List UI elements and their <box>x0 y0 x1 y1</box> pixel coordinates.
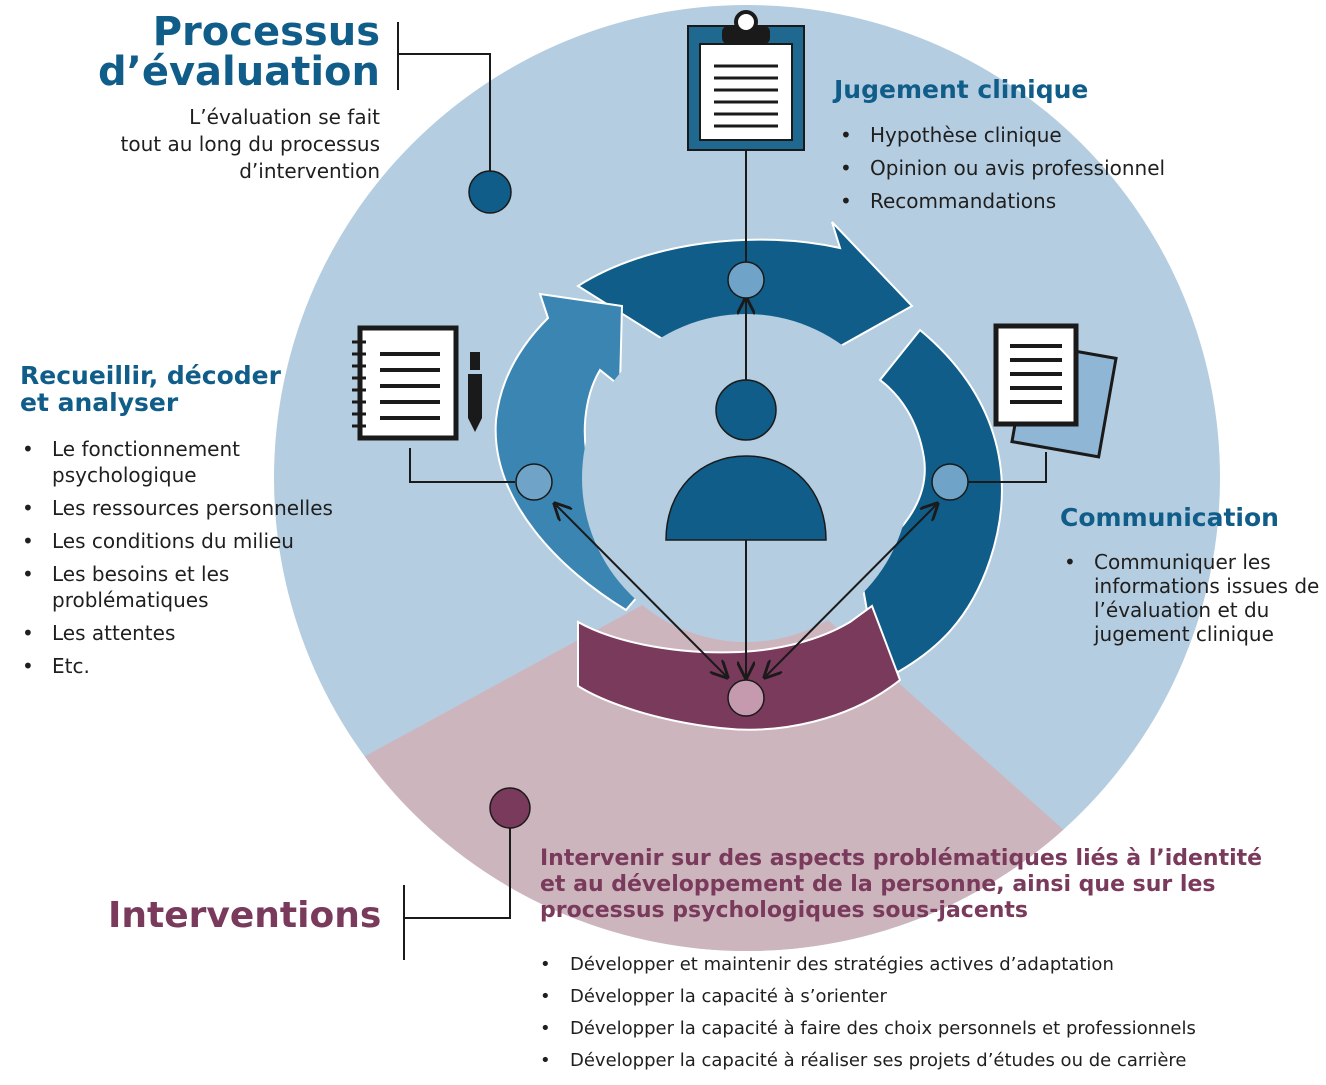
jugement-heading: Jugement clinique <box>834 75 1089 104</box>
documents-icon <box>993 323 1118 459</box>
notebook-pen-icon <box>352 325 482 441</box>
interventions-heading-line3: processus psychologiques sous-jacents <box>540 898 1029 923</box>
recueillir-item: Etc. <box>16 653 356 679</box>
interventions-item: Développer la capacité à réaliser ses pr… <box>534 1048 1326 1074</box>
recueillir-heading-line2: et analyser <box>20 388 179 417</box>
recueillir-heading: Recueillir, décoder et analyser <box>20 362 281 416</box>
node-right <box>931 463 969 501</box>
connector-documents <box>968 452 1047 483</box>
clipboard-icon <box>687 10 805 151</box>
jugement-item: Hypothèse clinique <box>834 122 1254 148</box>
spoke-left-diag <box>556 505 726 676</box>
spoke-right-diag <box>766 505 936 676</box>
interventions-heading-line2: et au développement de la personne, ains… <box>540 872 1216 897</box>
recueillir-item: Les attentes <box>16 620 356 646</box>
node-left <box>515 463 553 501</box>
evaluation-desc-line2: tout au long du processus <box>120 132 380 156</box>
recueillir-item: Les ressources personnelles <box>16 495 356 521</box>
recueillir-item: Les besoins et les problématiques <box>16 561 292 613</box>
node-top <box>727 261 765 299</box>
interventions-list: Développer et maintenir des stratégies a… <box>534 952 1326 1080</box>
interventions-heading: Intervenir sur des aspects problématique… <box>540 846 1262 924</box>
interventions-title: Interventions <box>108 895 382 936</box>
evaluation-desc-line3: d’intervention <box>239 159 380 183</box>
node-interventions <box>489 787 531 829</box>
recueillir-item: Les conditions du milieu <box>16 528 356 554</box>
interventions-item: Développer la capacité à s’orienter <box>534 984 1326 1010</box>
recueillir-heading-line1: Recueillir, décoder <box>20 361 281 390</box>
evaluation-title-line2: d’évaluation <box>98 49 380 95</box>
communication-heading: Communication <box>1060 503 1279 532</box>
jugement-item: Recommandations <box>834 188 1254 214</box>
evaluation-desc-line1: L’évaluation se fait <box>189 105 380 129</box>
recueillir-item: Le fonctionnement psychologique <box>16 436 292 488</box>
evaluation-title-line1: Processus <box>152 9 380 55</box>
interventions-sector <box>358 548 1120 951</box>
recueillir-list: Le fonctionnement psychologique Les ress… <box>16 436 356 686</box>
interventions-heading-line1: Intervenir sur des aspects problématique… <box>540 846 1263 871</box>
interventions-item: Développer et maintenir des stratégies a… <box>534 952 1326 978</box>
jugement-list: Hypothèse clinique Opinion ou avis profe… <box>834 122 1254 221</box>
interventions-item: Développer la capacité à faire des choix… <box>534 1016 1326 1042</box>
evaluation-title: Processus d’évaluation <box>98 12 380 92</box>
connector-evaluation <box>398 53 491 172</box>
communication-item: Communiquer les informations issues de l… <box>1058 550 1322 646</box>
node-evaluation <box>468 170 512 214</box>
jugement-item: Opinion ou avis professionnel <box>834 155 1254 181</box>
communication-list: Communiquer les informations issues de l… <box>1058 550 1322 653</box>
node-bottom <box>727 679 765 717</box>
evaluation-description: L’évaluation se fait tout au long du pro… <box>121 104 380 185</box>
connector-notebook <box>409 448 515 483</box>
person-icon <box>665 379 827 541</box>
connector-interventions <box>404 828 511 919</box>
